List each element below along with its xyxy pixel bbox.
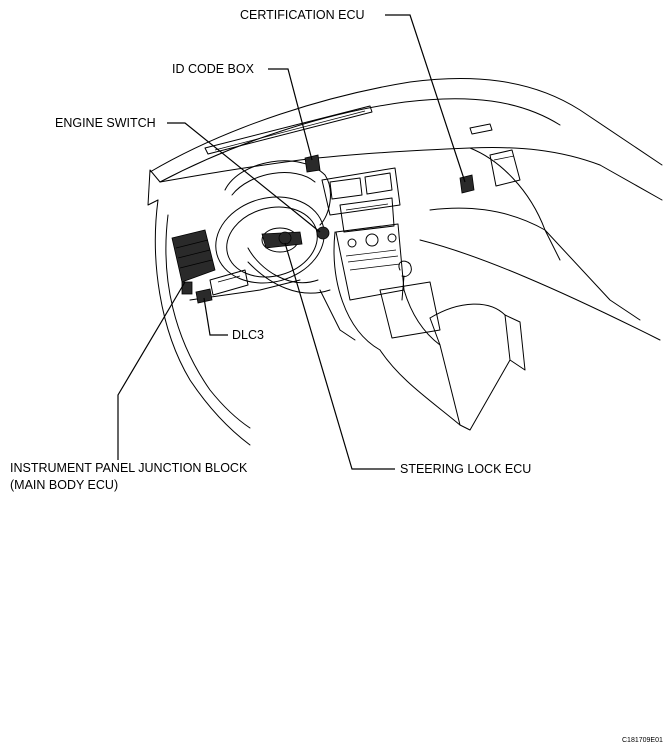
junction-block-leader — [117, 281, 186, 460]
leader-lines — [117, 14, 466, 470]
id-code-box-leader — [268, 68, 313, 161]
engine-switch-leader — [167, 122, 321, 233]
dlc3-label: DLC3 — [232, 328, 264, 342]
id-code-box-label: ID CODE BOX — [172, 62, 255, 76]
dashboard-illustration — [147, 77, 663, 446]
certification-ecu-label: CERTIFICATION ECU — [240, 8, 365, 22]
figure-code: C181709E01 — [622, 737, 663, 744]
certification-ecu-leader — [385, 14, 466, 183]
steering-lock-ecu-label: STEERING LOCK ECU — [400, 462, 531, 476]
dlc3-leader — [203, 297, 228, 336]
junction-block-label: INSTRUMENT PANEL JUNCTION BLOCK — [10, 461, 248, 475]
junction-block-sublabel: (MAIN BODY ECU) — [10, 478, 118, 492]
callout-labels: CERTIFICATION ECU ID CODE BOX ENGINE SWI… — [10, 8, 663, 744]
steering-lock-ecu-leader — [284, 242, 395, 470]
engine-switch-label: ENGINE SWITCH — [55, 116, 156, 130]
